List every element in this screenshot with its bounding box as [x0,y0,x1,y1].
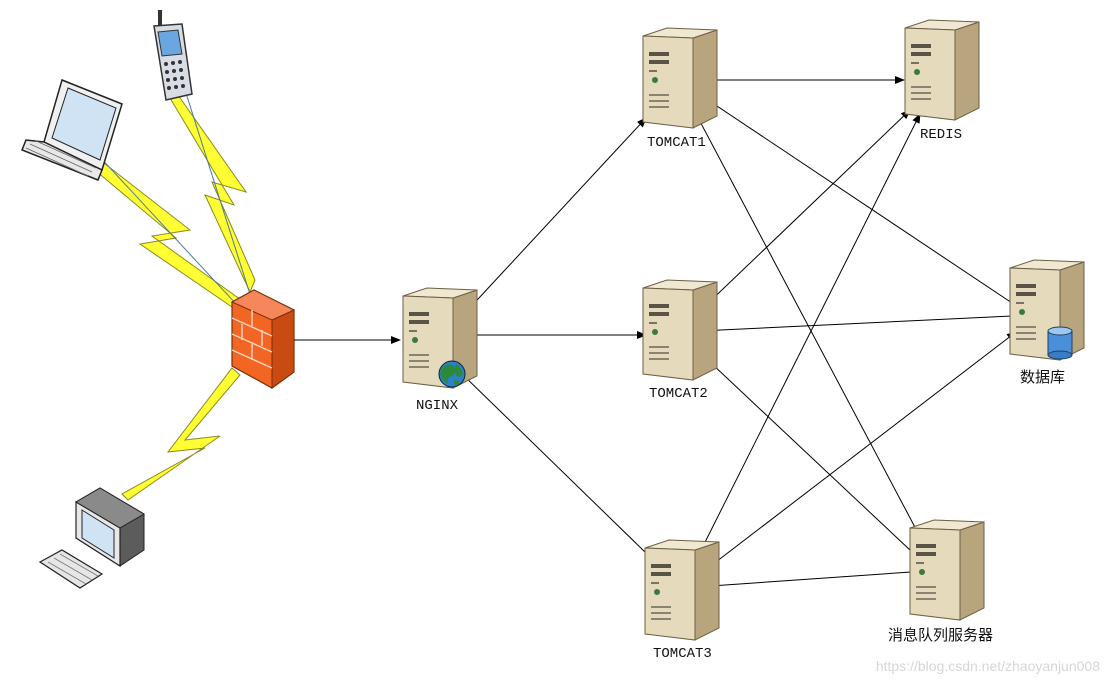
edge-tomcat3-redis [681,113,921,589]
edge-tomcat3-mq [681,566,941,589]
server-icon-database [1009,259,1085,361]
label-nginx: NGINX [416,398,459,414]
label-mq: 消息队列服务器 [888,626,994,644]
edge-tomcat3-db [681,331,1017,589]
edge-tomcat2-db [677,311,1035,333]
server-icon-tomcat1 [642,27,718,129]
label-tomcat2: TOMCAT2 [649,386,708,402]
server-icon-mq [909,519,985,621]
wireless-links [89,89,263,501]
globe-icon [438,360,466,388]
label-tomcat1: TOMCAT1 [647,135,706,151]
edge-tomcat1-db [677,79,1031,316]
cell-phone-icon [153,10,193,101]
laptop-icon [21,78,123,181]
database-cylinder-icon [1047,326,1073,360]
desktop-computer-icon [38,487,145,589]
server-icon-tomcat3 [644,539,720,641]
label-tomcat3: TOMCAT3 [653,646,712,662]
server-icon-redis [904,19,980,121]
server-icon-tomcat2 [642,279,718,381]
edge-tomcat2-mq [677,331,945,583]
firewall-icon [230,289,296,389]
lightning-bolt-desktop [121,367,241,501]
label-redis: REDIS [920,127,963,143]
watermark: https://blog.csdn.net/zhaoyanjun008 [875,658,1100,674]
label-database: 数据库 [1020,368,1066,386]
